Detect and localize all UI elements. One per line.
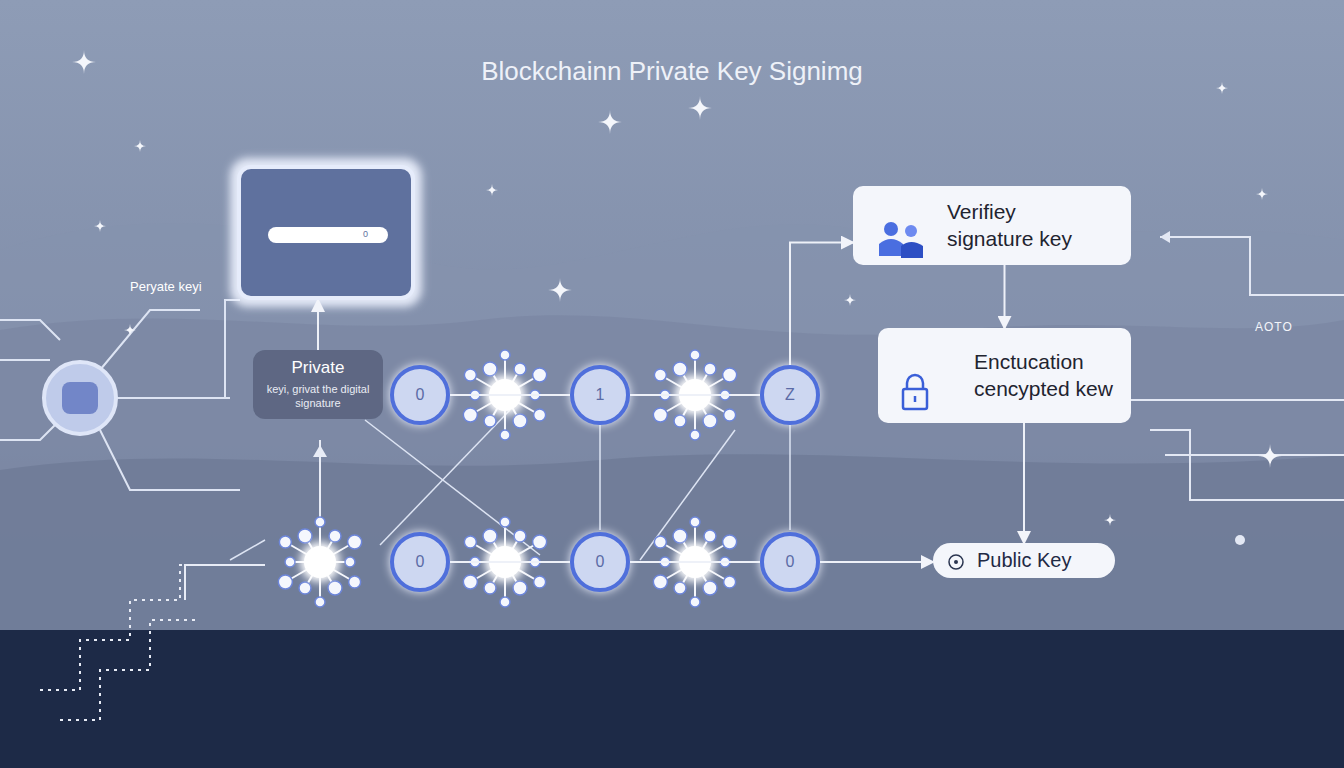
- connector: [790, 243, 853, 365]
- connector: [1004, 265, 1006, 328]
- node-text: Enctucation cencypted kew: [974, 348, 1119, 403]
- connector: [1023, 423, 1025, 543]
- bit-value: Z: [785, 386, 795, 404]
- bit-value: 0: [416, 553, 425, 571]
- connector: [317, 300, 319, 350]
- verify-box: Verifiey signature key: [853, 186, 1131, 265]
- public-key-pill: Public Key: [933, 543, 1115, 578]
- side-label: AOTO: [1255, 320, 1293, 334]
- encryption-box: Enctucation cencypted kew: [878, 328, 1131, 423]
- side-label: Peryate keyi: [130, 279, 202, 294]
- connector: [450, 561, 570, 563]
- lock-icon: [900, 372, 930, 412]
- bit-value: 0: [596, 553, 605, 571]
- node-text: 0: [363, 229, 368, 239]
- key-bit-circle: 0: [570, 532, 630, 592]
- key-bit-circle: 0: [760, 532, 820, 592]
- node-text: Verifiey signature key: [947, 198, 1097, 253]
- bit-value: 1: [596, 386, 605, 404]
- connector: [820, 561, 933, 563]
- input-bar: [268, 227, 388, 243]
- node-text: Private: [259, 358, 377, 378]
- key-bit-circle: 0: [390, 365, 450, 425]
- bit-value: 0: [416, 386, 425, 404]
- connector: [630, 394, 760, 396]
- key-icon: [947, 553, 965, 571]
- bit-value: 0: [786, 553, 795, 571]
- connector: [450, 394, 570, 396]
- connector: [630, 561, 760, 563]
- node-text: Public Key: [977, 549, 1103, 572]
- private-key-box: Private keyi, grivat the digital signatur…: [253, 350, 383, 419]
- diagram-title: Blockchainn Private Key Signimg: [0, 56, 1344, 87]
- key-bit-circle: 0: [390, 532, 450, 592]
- users-icon: [873, 220, 933, 260]
- input-window: 0: [237, 165, 415, 300]
- key-bit-circle: 1: [570, 365, 630, 425]
- node-text: keyi, grivat the digital signature: [259, 382, 377, 411]
- key-bit-circle: Z: [760, 365, 820, 425]
